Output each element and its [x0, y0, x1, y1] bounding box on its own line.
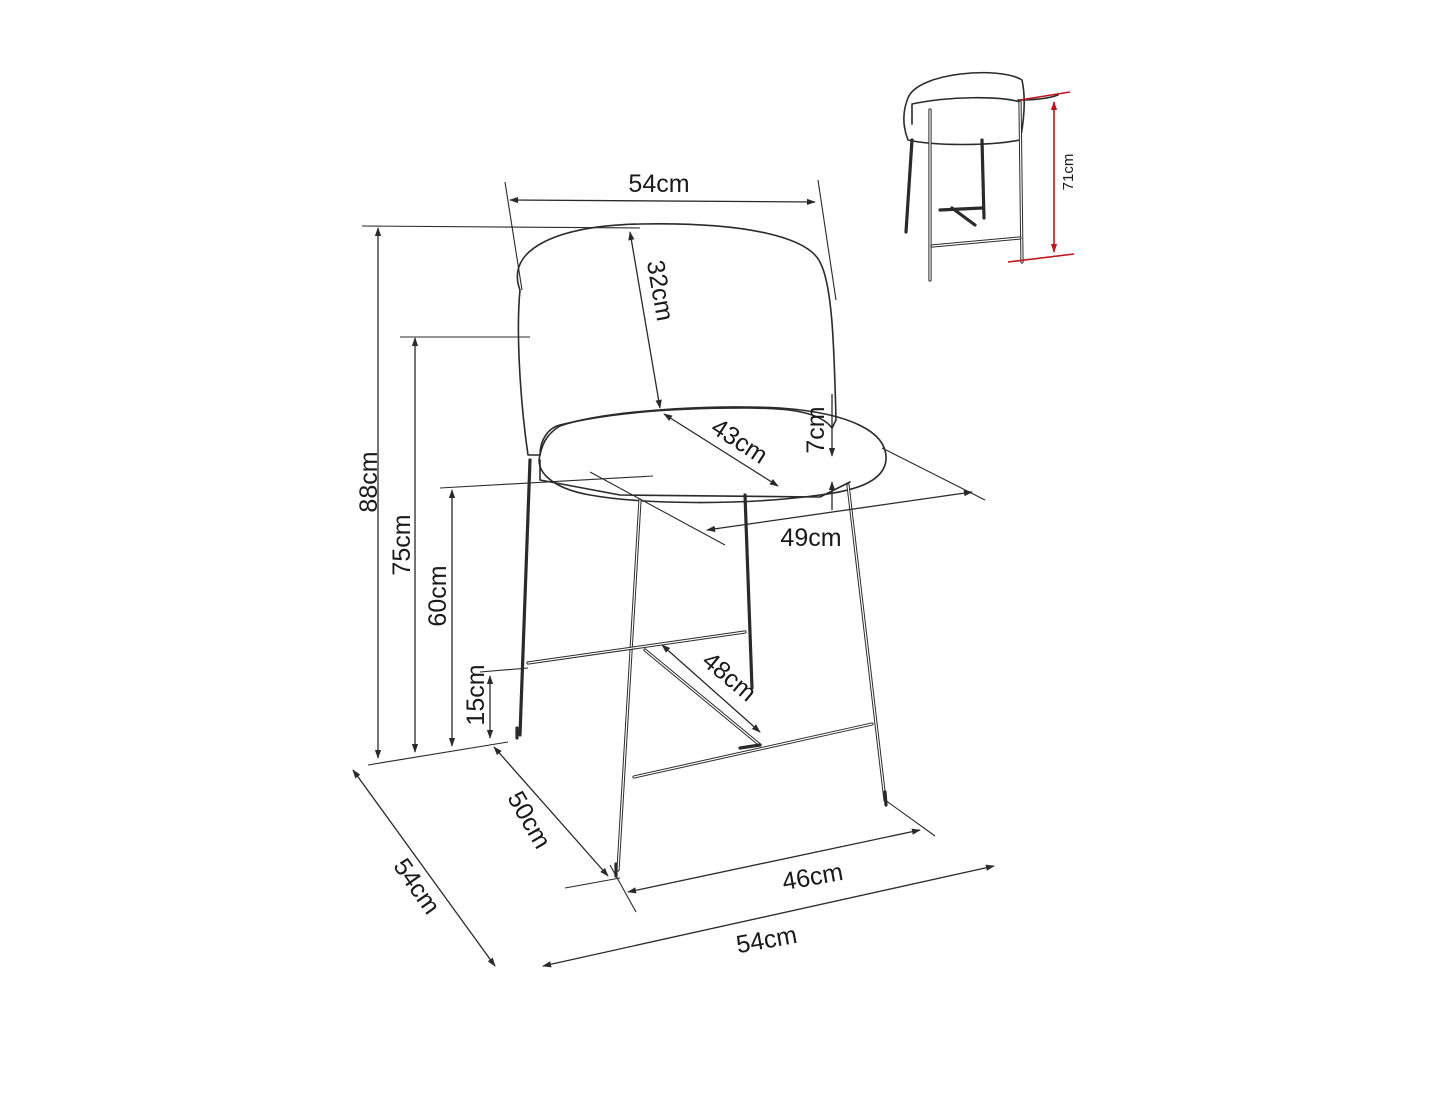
backrest-outline	[516, 223, 837, 456]
seat-outline	[538, 406, 887, 504]
dimension-labels: 54cm 32cm 43cm 7cm 49cm 88cm 75cm 60cm 1…	[355, 170, 845, 959]
label-base-depth: 50cm	[502, 787, 557, 854]
label-inset-back-height: 71cm	[1060, 154, 1077, 191]
seat-frame	[539, 459, 851, 498]
label-footrest-height: 15cm	[462, 664, 490, 725]
label-back-width: 54cm	[628, 170, 689, 198]
rear-left-leg	[518, 458, 532, 737]
label-armrest-height: 75cm	[388, 514, 416, 575]
inset-back-view: 71cm	[903, 71, 1077, 282]
label-seat-width: 49cm	[780, 524, 841, 552]
label-overall-width: 54cm	[734, 921, 799, 959]
label-back-height: 32cm	[641, 258, 679, 323]
label-seat-height: 60cm	[424, 565, 452, 626]
label-total-height: 88cm	[355, 451, 383, 512]
dimension-lines	[352, 179, 995, 968]
label-seat-thickness: 7cm	[802, 406, 830, 453]
label-base-width: 46cm	[780, 858, 845, 896]
inset-backrest	[903, 71, 1025, 146]
